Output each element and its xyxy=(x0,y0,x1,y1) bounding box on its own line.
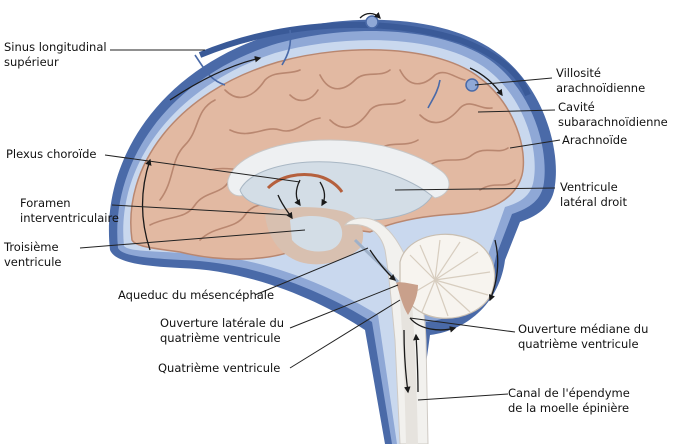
leader-lines xyxy=(79,49,561,401)
fourth-ventricle xyxy=(396,282,418,315)
label-ouverture-laterale: Ouverture latérale du quatrième ventricu… xyxy=(160,316,285,345)
label-canal: Canal de l'épendyme de la moelle épinièr… xyxy=(508,386,630,415)
sinus-channel xyxy=(198,21,531,97)
vessels xyxy=(194,29,441,109)
cerebellum-folia xyxy=(407,239,491,317)
label-troisieme: Troisième ventricule xyxy=(4,240,62,269)
label-foramen: Foramen interventriculaire xyxy=(20,196,119,225)
label-ouverture-mediane: Ouverture médiane du quatrième ventricul… xyxy=(518,322,649,351)
arachnoid-villi xyxy=(365,15,479,92)
label-sinus: Sinus longitudinal supérieur xyxy=(4,40,107,69)
label-plexus: Plexus choroïde xyxy=(6,147,97,161)
cerebellum xyxy=(399,233,496,319)
label-cavite: Cavité subarachnoïdienne xyxy=(558,100,668,129)
label-aqueduc: Aqueduc du mésencéphale xyxy=(118,288,275,302)
label-quatrieme: Quatrième ventricule xyxy=(158,361,281,375)
third-ventricle xyxy=(290,216,343,252)
label-arachnoide: Arachnoïde xyxy=(562,133,628,147)
label-ventricule-lateral: Ventricule latéral droit xyxy=(560,180,627,209)
csf-flow-arrows xyxy=(141,12,503,394)
label-villosite: Villosité arachnoïdienne xyxy=(556,66,646,95)
